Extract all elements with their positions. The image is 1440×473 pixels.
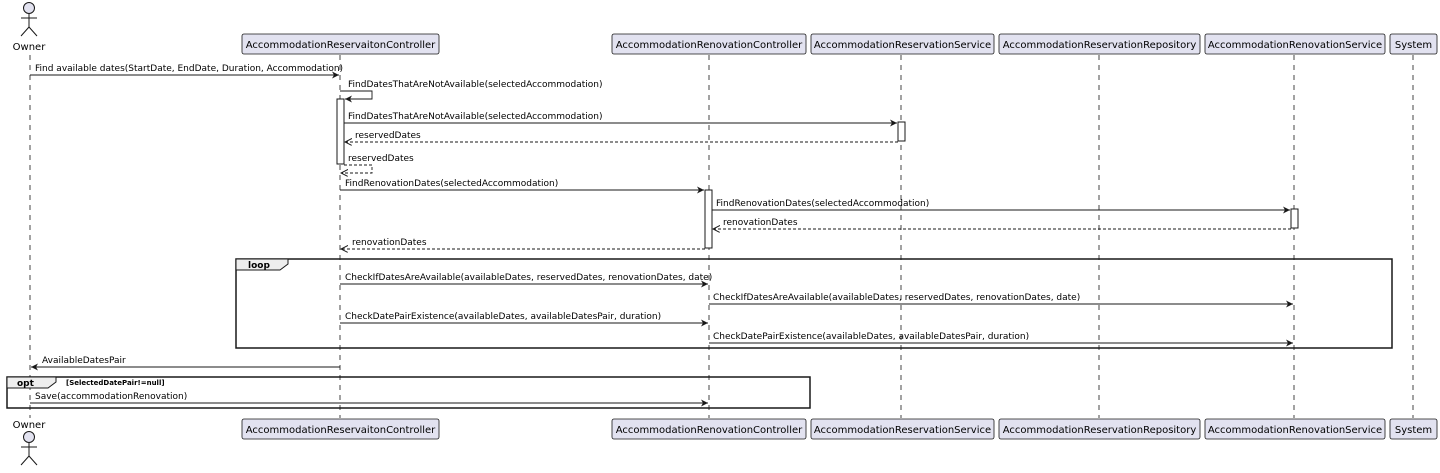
msg-label-7: FindRenovationDates(selectedAccommodatio… [716,199,929,209]
participant-label: AccommodationReservationService [814,40,991,51]
participant-reservation-repository-top: AccommodationReservationRepository [998,33,1201,55]
participant-label: System [1395,425,1432,436]
participant-reservation-repository-bottom: AccommodationReservationRepository [998,418,1201,440]
participant-label: AccommodationRenovationController [616,425,803,436]
activation-renovation-service [1290,208,1299,229]
owner-actor-top [20,2,38,37]
msg-label-8: renovationDates [723,218,798,228]
msg-label-3: FindDatesThatAreNotAvailable(selectedAcc… [348,112,603,122]
actor-icon [23,431,35,443]
participant-label: AccommodationRenovationService [1208,40,1382,51]
msg-label-13: CheckDatePairExistence(availableDates, a… [713,332,1029,342]
opt-tag: opt [17,379,35,389]
participant-renovation-service-bottom: AccommodationRenovationService [1204,418,1386,440]
msg-label-4: reservedDates [355,131,421,141]
activation-reservation-service [897,121,906,142]
msg-label-1: Find available dates(StartDate, EndDate,… [35,64,343,74]
owner-label-top: Owner [13,42,47,53]
activation-reservation-controller [336,98,345,165]
participant-reservation-service-bottom: AccommodationReservationService [810,418,995,440]
participant-label: AccommodationReservaitonController [246,40,436,51]
loop-tag: loop [248,261,270,271]
msg-label-14: AvailableDatesPair [42,356,126,366]
msg-label-6: FindRenovationDates(selectedAccommodatio… [345,179,558,189]
participant-system-top: System [1389,33,1438,55]
participant-label: AccommodationRenovationController [616,40,803,51]
loop-fragment: loop [235,258,1393,349]
participants-top: AccommodationReservaitonController Accom… [241,33,1438,55]
participant-label: AccommodationReservationRepository [1003,425,1197,436]
participant-reservation-controller-bottom: AccommodationReservaitonController [241,418,440,440]
participant-reservation-service-top: AccommodationReservationService [810,33,995,55]
participant-label: AccommodationRenovationService [1208,425,1382,436]
msg-label-5: reservedDates [348,154,414,164]
msg-arrow-5 [341,164,373,173]
owner-actor-bottom [20,431,38,466]
message-labels: Find available dates(StartDate, EndDate,… [35,64,1080,402]
activation-renovation-controller [704,189,713,249]
msg-arrow-2 [340,90,373,103]
participant-reservation-controller-top: AccommodationReservaitonController [241,33,440,55]
participant-label: AccommodationReservaitonController [246,425,436,436]
opt-condition: [SelectedDatePair!=null] [66,379,165,387]
activations [336,98,1299,249]
msg-label-15: Save(accommodationRenovation) [35,392,187,402]
opt-fragment: opt [SelectedDatePair!=null] [6,376,811,409]
messages [30,71,1293,407]
participant-label: AccommodationReservationRepository [1003,40,1197,51]
participant-renovation-service-top: AccommodationRenovationService [1204,33,1386,55]
lifelines [29,55,1414,418]
actor-icon [23,2,35,14]
owner-label-bottom: Owner [13,420,47,431]
participants-bottom: AccommodationReservaitonController Accom… [241,418,1438,440]
msg-label-2: FindDatesThatAreNotAvailable(selectedAcc… [348,80,603,90]
participant-renovation-controller-top: AccommodationRenovationController [611,33,807,55]
participant-label: System [1395,40,1432,51]
msg-label-10: CheckIfDatesAreAvailable(availableDates,… [345,273,712,283]
participant-system-bottom: System [1389,418,1438,440]
participant-label: AccommodationReservationService [814,425,991,436]
msg-label-12: CheckDatePairExistence(availableDates, a… [345,312,661,322]
participant-renovation-controller-bottom: AccommodationRenovationController [611,418,807,440]
msg-label-9: renovationDates [352,238,427,248]
msg-label-11: CheckIfDatesAreAvailable(availableDates,… [713,293,1080,303]
